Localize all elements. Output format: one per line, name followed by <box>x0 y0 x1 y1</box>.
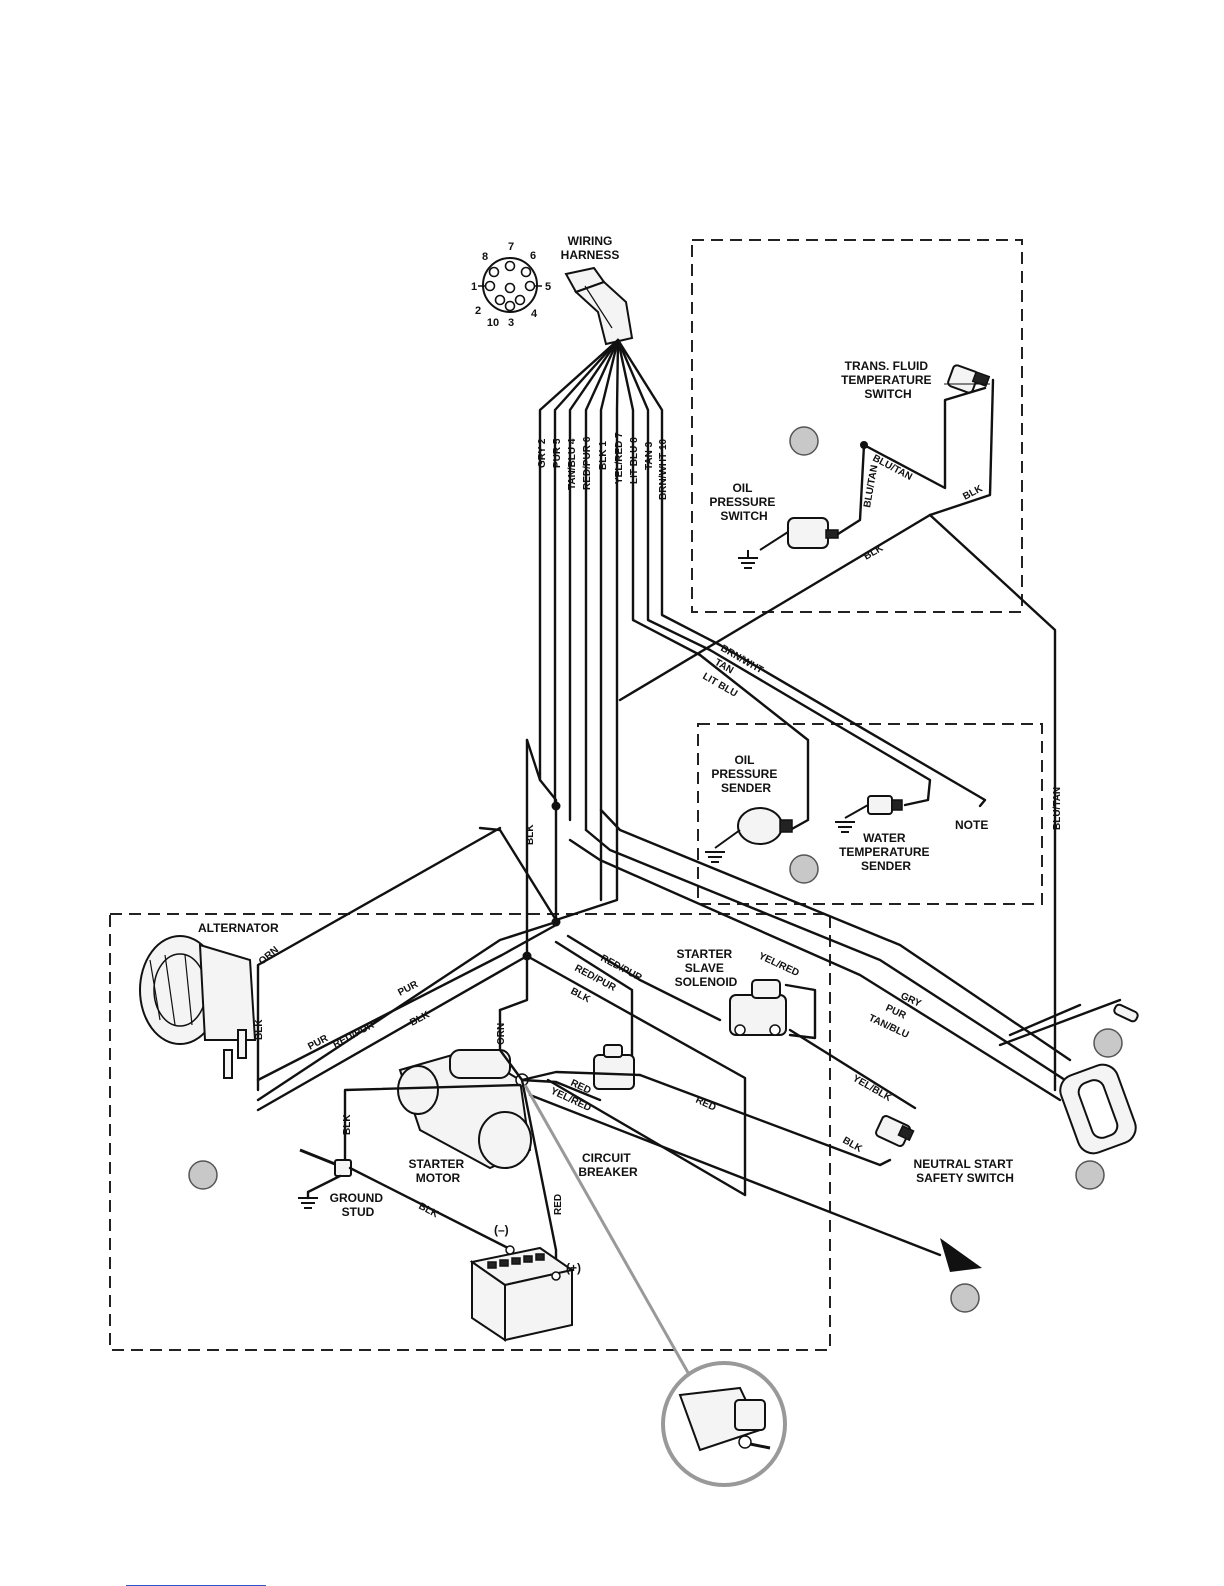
wire-label: BLK <box>342 1114 353 1135</box>
direction-arrow <box>940 1238 982 1272</box>
oil-pressure-sender <box>705 807 793 863</box>
pin-1-label: 1 <box>471 281 477 293</box>
engine-group-box <box>109 913 831 1351</box>
callout-marker <box>1075 1160 1105 1190</box>
callout-marker <box>789 854 819 884</box>
battery-negative-label: (–) <box>494 1223 509 1237</box>
pin-4-label: 4 <box>531 308 538 320</box>
wire-label: RED <box>553 1194 564 1215</box>
neutral-start-safety-switch <box>875 1115 915 1147</box>
neutral-start-switch-label: NEUTRAL START SAFETY SWITCH <box>914 1157 1017 1185</box>
oil-pressure-sender-label: OIL PRESSURE SENDER <box>711 753 780 795</box>
alternator-label: ALTERNATOR <box>198 921 279 935</box>
wire-label: YEL/RED <box>757 951 801 979</box>
wire-label: BLU/TAN <box>862 464 880 508</box>
callout-marker <box>188 1160 218 1190</box>
pin-10-label: 10 <box>487 317 499 329</box>
water-temperature-sender <box>835 795 903 833</box>
wire-label: YEL/BLK <box>851 1073 894 1104</box>
wire-label: ORN <box>257 945 281 968</box>
starter-motor-label: STARTER MOTOR <box>408 1157 467 1185</box>
callout-marker <box>1093 1028 1123 1058</box>
starter-slave-solenoid-label: STARTER SLAVE SOLENOID <box>675 947 738 989</box>
harness-wire-label: TAN/BLU 4 <box>567 438 578 490</box>
battery <box>469 1245 575 1342</box>
wire-label: BLU/TAN <box>1052 787 1063 830</box>
harness-wire-label: RED/PUR 6 <box>582 436 593 490</box>
callout-marker <box>789 426 819 456</box>
ground-battery-wire <box>348 1166 510 1250</box>
connector-pinout: 1 2 3 4 5 6 7 8 10 <box>471 241 551 329</box>
wire-label: RED <box>694 1095 718 1114</box>
pin-8-label: 8 <box>482 251 488 263</box>
wire-label: LIT BLU <box>701 671 740 700</box>
sender-group-box <box>697 723 1043 905</box>
wire-label: BLK <box>525 824 536 845</box>
harness-wire-label: TAN 3 <box>644 441 655 470</box>
solenoid-wires <box>525 934 942 1257</box>
note-label: NOTE <box>955 818 988 832</box>
engine-side-connector <box>1059 1003 1139 1155</box>
pin-2-label: 2 <box>475 305 481 317</box>
starter-detail-inset <box>661 1361 787 1487</box>
sensor-group-box <box>691 239 1023 613</box>
circuit-breaker-label: CIRCUIT BREAKER <box>578 1151 638 1179</box>
wire-label: PUR <box>884 1003 908 1022</box>
pin-3-label: 3 <box>508 317 514 329</box>
wire-label: BLK <box>254 1019 265 1040</box>
harness-wire-label: GRY 2 <box>537 438 548 468</box>
alternator <box>139 935 257 1079</box>
wire-label: BLK <box>862 542 886 562</box>
trans-fluid-switch-label: TRANS. FLUID TEMPERATURE SWITCH <box>841 359 935 401</box>
harness-wire-label: BLK 1 <box>598 441 609 470</box>
ground-stud-label: GROUND STUD <box>330 1191 387 1219</box>
wire-label: ORN <box>496 1023 507 1045</box>
main-wire-runs <box>256 738 1122 1112</box>
harness-wire-label: BRN/WHT 10 <box>658 438 669 500</box>
sensor-wires <box>618 378 1057 1092</box>
water-temp-sender-label: WATER TEMPERATURE SENDER <box>839 831 933 873</box>
ground-stud <box>298 1148 352 1209</box>
battery-positive-label: (+) <box>566 1261 581 1275</box>
harness-wire-label: YEL/RED 7 <box>614 432 625 484</box>
sender-wires <box>698 643 987 832</box>
circuit-breaker <box>593 1044 635 1090</box>
callout-marker <box>950 1283 980 1313</box>
starter-slave-solenoid <box>729 979 787 1036</box>
pin-7-label: 7 <box>508 241 514 253</box>
harness-plug <box>564 266 634 346</box>
wire-label: BLK <box>569 986 593 1006</box>
starter-motor <box>397 1048 532 1170</box>
ground-symbol <box>738 550 758 569</box>
oil-pressure-switch <box>759 517 839 551</box>
inset-leader-line <box>523 1084 697 1386</box>
pin-6-label: 6 <box>530 250 536 262</box>
harness-wire-label: LIT BLU 8 <box>629 437 640 484</box>
oil-pressure-switch-label: OIL PRESSURE SWITCH <box>709 481 778 523</box>
trans-fluid-temp-switch <box>944 364 991 394</box>
harness-wire-label: PUR 5 <box>552 438 563 468</box>
pin-5-label: 5 <box>545 281 551 293</box>
harness-wire-labels: GRY 2 PUR 5 TAN/BLU 4 RED/PUR 6 BLK 1 YE… <box>537 432 669 500</box>
